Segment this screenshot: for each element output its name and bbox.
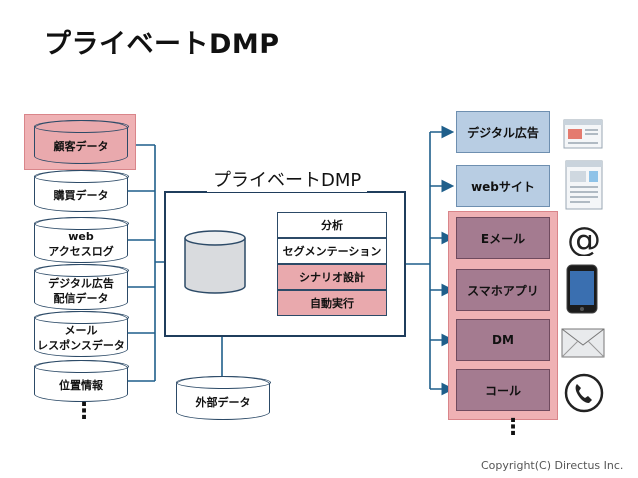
channel-website: webサイト: [456, 165, 550, 207]
source-label: 顧客データ: [53, 139, 109, 153]
external-data-label: 外部データ: [195, 395, 251, 409]
more-channels-marker: ⋮: [502, 415, 524, 440]
function-segmentation: セグメンテーション: [277, 238, 387, 264]
channel-digital-ad: デジタル広告: [456, 111, 550, 153]
page-title: プライベートDMP: [44, 29, 280, 60]
source-location-data: 位置情報: [33, 359, 129, 402]
private-dmp-label: プライベートDMP: [207, 166, 368, 192]
source-customer-data: 顧客データ: [33, 119, 129, 164]
source-label: web アクセスログ: [48, 230, 114, 258]
function-auto-execution: 自動実行: [277, 290, 387, 316]
external-data: 外部データ: [175, 375, 271, 420]
at-sign-icon: @: [567, 222, 601, 256]
source-label: 位置情報: [59, 378, 103, 392]
function-analysis: 分析: [277, 212, 387, 238]
svg-text:@: @: [567, 222, 601, 256]
website-page-icon: [565, 160, 603, 210]
channel-direct-mail: DM: [456, 319, 550, 361]
smartphone-icon: [566, 264, 598, 314]
envelope-icon: [561, 328, 605, 358]
channel-smartphone-app: スマホアプリ: [456, 269, 550, 311]
copyright-notice: Copyright(C) Directus Inc.: [481, 459, 624, 472]
web-ad-page-icon: [563, 119, 603, 149]
source-label: デジタル広告 配信データ: [48, 277, 114, 305]
source-purchase-data: 購買データ: [33, 169, 129, 212]
source-web-access-log: web アクセスログ: [33, 216, 129, 263]
source-label: メール レスポンスデータ: [37, 324, 125, 352]
source-digital-ad-data: デジタル広告 配信データ: [33, 263, 129, 310]
source-email-response-data: メール レスポンスデータ: [33, 310, 129, 357]
dmp-database-icon: [184, 230, 246, 294]
channel-call: コール: [456, 369, 550, 411]
channel-email: Eメール: [456, 217, 550, 259]
source-label: 購買データ: [53, 188, 109, 202]
phone-icon: [564, 373, 604, 413]
function-scenario-design: シナリオ設計: [277, 264, 387, 290]
more-sources-marker: ⋮: [73, 399, 95, 424]
